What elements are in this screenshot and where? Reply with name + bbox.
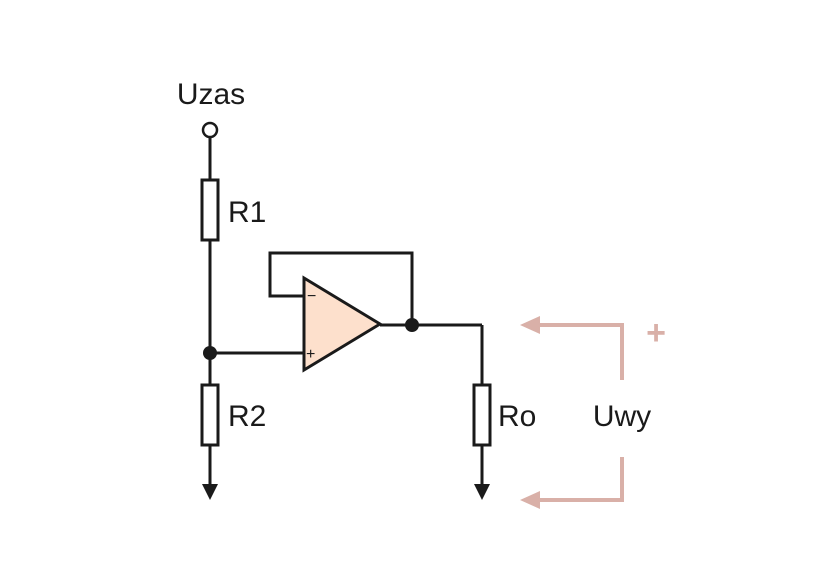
r1-label: R1 bbox=[228, 196, 266, 229]
ground-arrow-right bbox=[474, 484, 490, 500]
uwy-arrowhead-bottom bbox=[520, 491, 540, 509]
r2-label: R2 bbox=[228, 400, 266, 433]
ro-label: Ro bbox=[498, 400, 536, 433]
supply-label: Uzas bbox=[177, 78, 245, 111]
uwy-arrowhead-top bbox=[520, 316, 540, 334]
opamp-triangle bbox=[302, 275, 383, 373]
resistor-r1 bbox=[200, 178, 220, 242]
resistor-r2 bbox=[200, 383, 220, 447]
supply-terminal bbox=[201, 121, 219, 139]
uwy-arrow-bottom bbox=[536, 457, 624, 502]
feedback-wire bbox=[268, 251, 414, 325]
opamp-plus-sign: + bbox=[306, 346, 315, 363]
opamp-minus-sign: − bbox=[307, 288, 316, 305]
ground-arrow-left bbox=[202, 484, 218, 500]
uwy-plus-sign: + bbox=[646, 314, 666, 352]
output-node bbox=[405, 318, 419, 332]
uwy-arrow-top bbox=[536, 323, 624, 380]
resistor-ro bbox=[472, 383, 492, 447]
uwy-label: Uwy bbox=[593, 400, 651, 433]
